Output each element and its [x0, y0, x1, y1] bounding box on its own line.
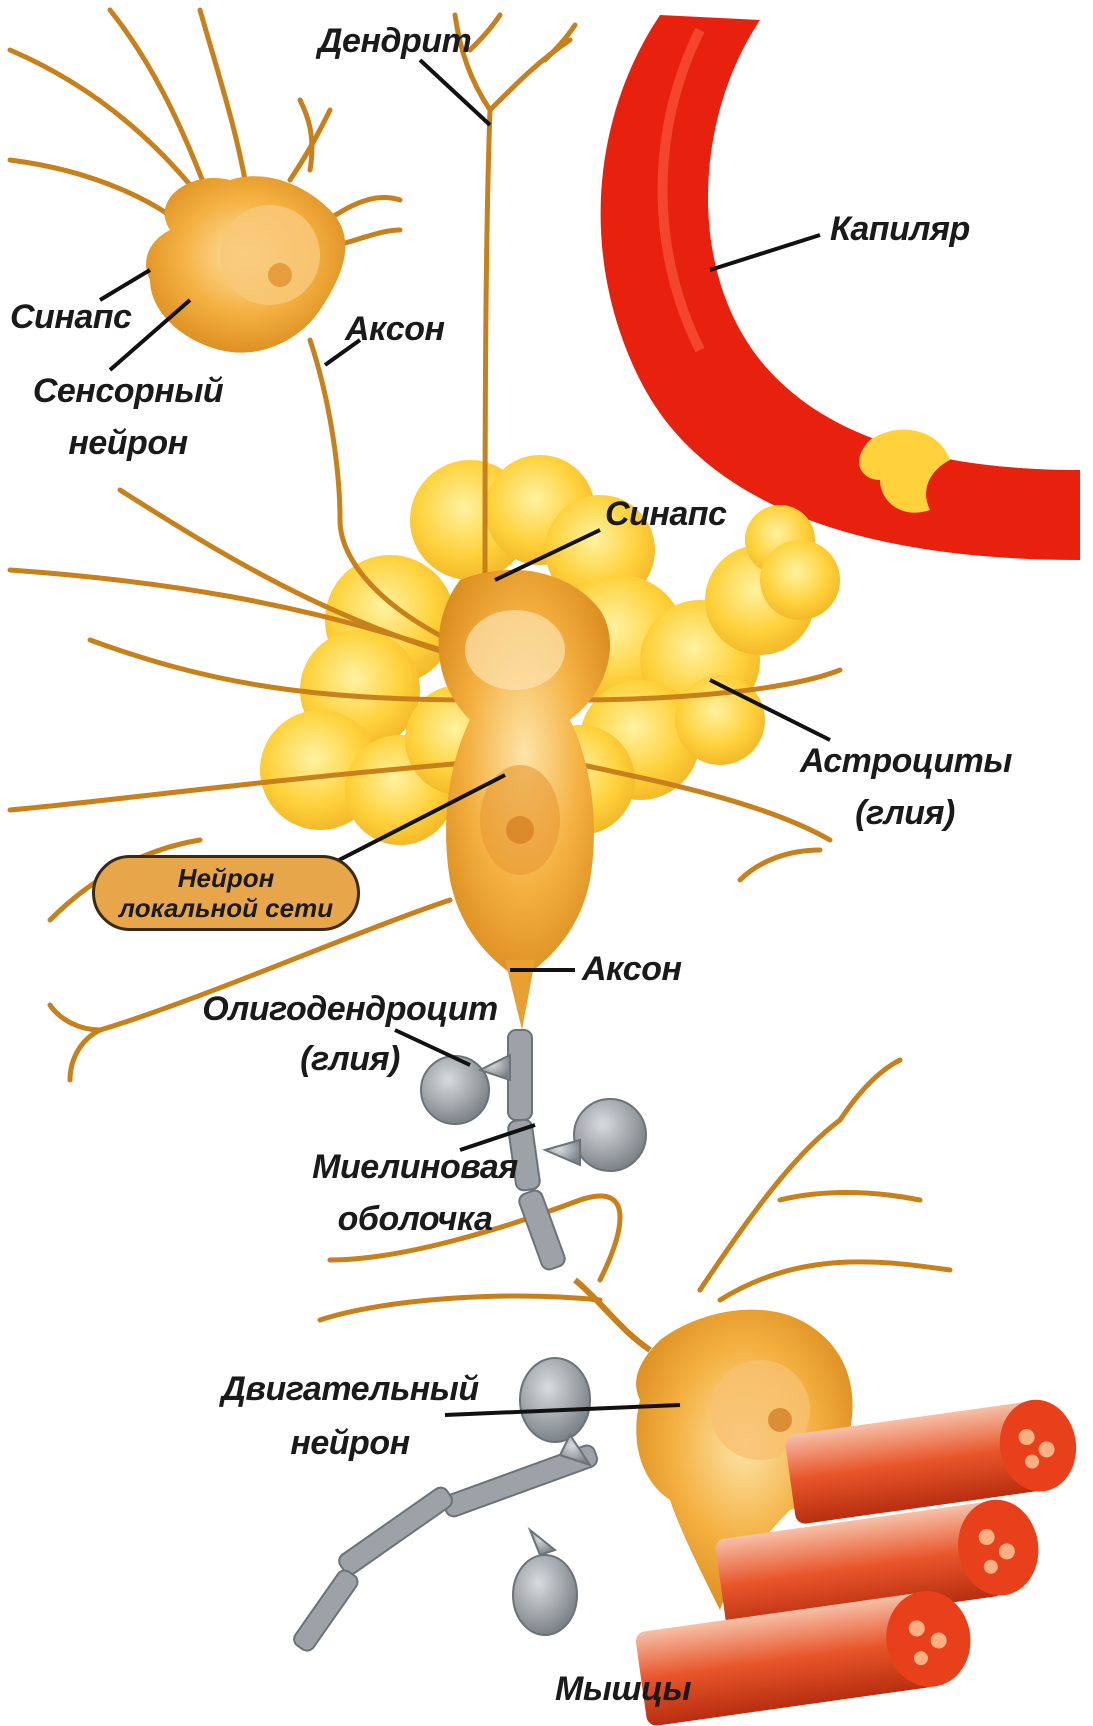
label-local-line2: локальной сети	[118, 893, 334, 923]
label-sensory-line1: Сенсорный	[32, 372, 224, 410]
label-axon-top: Аксон	[345, 310, 445, 348]
label-oligodendrocyte-line2: (глия)	[300, 1040, 400, 1078]
label-capillary: Капиляр	[830, 210, 970, 248]
neuron-processes	[7, 7, 953, 1323]
label-dendrite: Дендрит	[318, 22, 472, 60]
local-network-neuron-label: Нейрон локальной сети	[92, 855, 360, 931]
local-network-neuron	[438, 570, 610, 1030]
sensory-neuron	[146, 176, 346, 353]
label-myelin-line1: Миелиновая	[312, 1148, 518, 1186]
label-muscles: Мышцы	[555, 1670, 692, 1708]
label-local-line1: Нейрон	[177, 863, 275, 893]
motor-neuron	[636, 1309, 853, 1610]
label-oligodendrocyte-line1: Олигодендроцит	[202, 990, 498, 1028]
label-axon-mid: Аксон	[582, 950, 682, 988]
label-synapse-top: Синапс	[10, 298, 132, 336]
oligodendrocytes	[420, 1053, 647, 1636]
capillary-vessel	[600, 15, 1080, 560]
myelinated-axon	[293, 1029, 652, 1652]
label-sensory-line2: нейрон	[68, 424, 188, 462]
label-motor-line1: Двигательный	[221, 1370, 479, 1408]
label-myelin-line2: оболочка	[337, 1200, 493, 1238]
label-motor-line2: нейрон	[290, 1424, 410, 1462]
label-astrocytes-line1: Астроциты	[800, 742, 1012, 780]
label-astrocytes-line2: (глия)	[855, 794, 955, 832]
muscle-fibers	[635, 1399, 1077, 1726]
label-synapse-mid: Синапс	[605, 495, 727, 533]
